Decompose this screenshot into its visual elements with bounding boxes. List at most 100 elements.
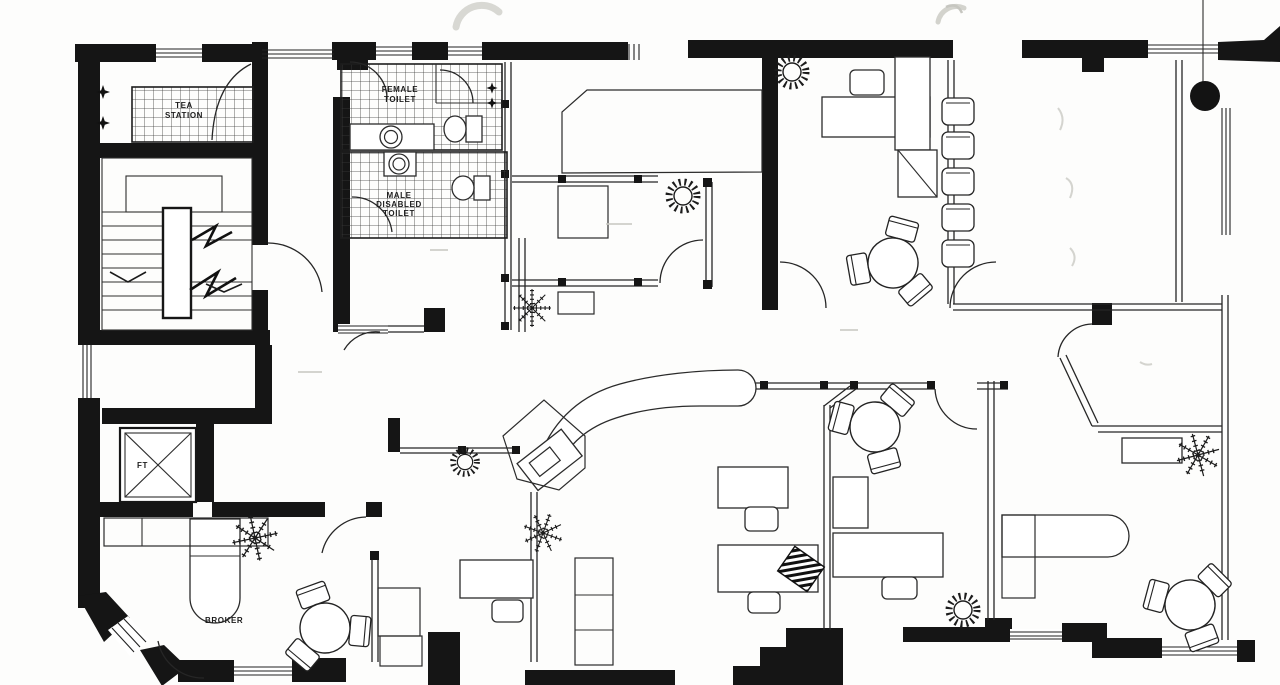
- window: [448, 44, 482, 58]
- window: [1010, 629, 1062, 641]
- wall: [88, 502, 193, 517]
- wall: [1062, 623, 1107, 642]
- chair: [491, 599, 524, 623]
- chair: [941, 97, 975, 126]
- window-right-glazing: [1221, 108, 1231, 235]
- window: [80, 345, 94, 398]
- desk-rounded-end: [1001, 514, 1130, 558]
- wall: [482, 42, 628, 60]
- wall: [252, 290, 268, 332]
- door-arc-corridor: [1057, 323, 1093, 358]
- wall: [1237, 640, 1255, 662]
- meeting-table: [814, 362, 938, 485]
- wc-cistern-icon: [473, 175, 491, 201]
- wall: [366, 502, 382, 517]
- swivel-chair: [776, 545, 826, 593]
- stair-treads: [102, 211, 252, 311]
- wall: [202, 44, 264, 62]
- desk: [894, 56, 931, 151]
- door-arc-female-toilet: [349, 61, 388, 100]
- female-toilet-label: TOILET: [384, 95, 416, 104]
- male-disabled-toilet-label: TOILET: [383, 209, 415, 218]
- tea-station-label: TEA: [175, 101, 193, 110]
- wc-pan-icon: [443, 115, 467, 143]
- wall: [178, 660, 234, 682]
- desk: [832, 476, 869, 529]
- cabinet: [379, 635, 423, 667]
- chair: [881, 576, 918, 600]
- lift-label: FT: [137, 461, 148, 470]
- window: [234, 664, 292, 676]
- window: [156, 46, 202, 60]
- door-arc-office: [949, 261, 997, 309]
- meeting-table: [838, 207, 949, 311]
- wall: [388, 418, 400, 452]
- wall: [332, 42, 376, 60]
- wash-basin-icon: [379, 125, 403, 149]
- door-arc-office: [659, 239, 704, 284]
- wall: [196, 424, 214, 502]
- workstation-outline: [502, 399, 586, 491]
- door-arc-small-room: [343, 331, 381, 351]
- window: [376, 44, 412, 58]
- wall-tapered: [1218, 26, 1280, 62]
- plant-icon: [517, 507, 568, 558]
- broker-desk: [189, 518, 241, 624]
- window: [1162, 644, 1237, 658]
- stair-break-line: [191, 222, 233, 250]
- wc-pan-icon: [451, 175, 475, 201]
- wall: [252, 42, 268, 245]
- wall: [412, 42, 448, 60]
- partition: [400, 446, 520, 454]
- female-toilet-label: FEMALE: [382, 85, 419, 94]
- wall: [762, 42, 778, 310]
- tea-station-floor: [131, 86, 254, 143]
- wall: [424, 308, 445, 332]
- wall-chamfer: [140, 645, 187, 685]
- cabinet: [377, 587, 421, 637]
- lift: [118, 426, 198, 504]
- chair: [941, 131, 975, 160]
- wall: [903, 627, 1010, 642]
- plant-icon: [669, 182, 697, 210]
- wall: [78, 44, 100, 332]
- plant-icon: [511, 287, 553, 329]
- chair: [744, 506, 779, 532]
- chair: [941, 239, 975, 268]
- door-arc-office: [779, 261, 827, 309]
- partition: [512, 175, 658, 183]
- door-arc-stairs: [267, 242, 323, 293]
- wall: [525, 670, 675, 685]
- window-diagonal: [108, 616, 150, 656]
- wall-lift-lobby: [102, 408, 272, 424]
- desk: [561, 89, 763, 174]
- wall: [212, 502, 325, 517]
- male-disabled-toilet-label: MALE: [386, 191, 411, 200]
- desk: [832, 532, 944, 578]
- wall: [78, 330, 270, 345]
- partition: [512, 278, 658, 287]
- partition: [703, 178, 713, 289]
- chair: [849, 69, 885, 96]
- wall: [1082, 58, 1104, 72]
- door-arc-office: [934, 388, 978, 430]
- door-arc-male-toilet: [351, 196, 393, 233]
- door-arc-room: [321, 516, 367, 554]
- chair: [941, 203, 975, 232]
- furniture: [103, 56, 1250, 677]
- window-strip: [262, 44, 640, 60]
- door-arc-wc-stall: [439, 69, 474, 104]
- desk: [557, 291, 595, 315]
- door-arc-tea-station: [211, 63, 252, 141]
- plant-icon: [778, 58, 806, 86]
- partition: [953, 303, 1222, 311]
- desk-return: [103, 517, 269, 547]
- male-disabled-toilet-label: DISABLED: [376, 200, 422, 209]
- desk: [1121, 437, 1183, 464]
- reception-workstation: [516, 428, 584, 492]
- partition: [987, 381, 995, 620]
- stair-break-line: [189, 268, 237, 300]
- stair-direction-arrow: [205, 283, 243, 293]
- wall: [1022, 40, 1148, 58]
